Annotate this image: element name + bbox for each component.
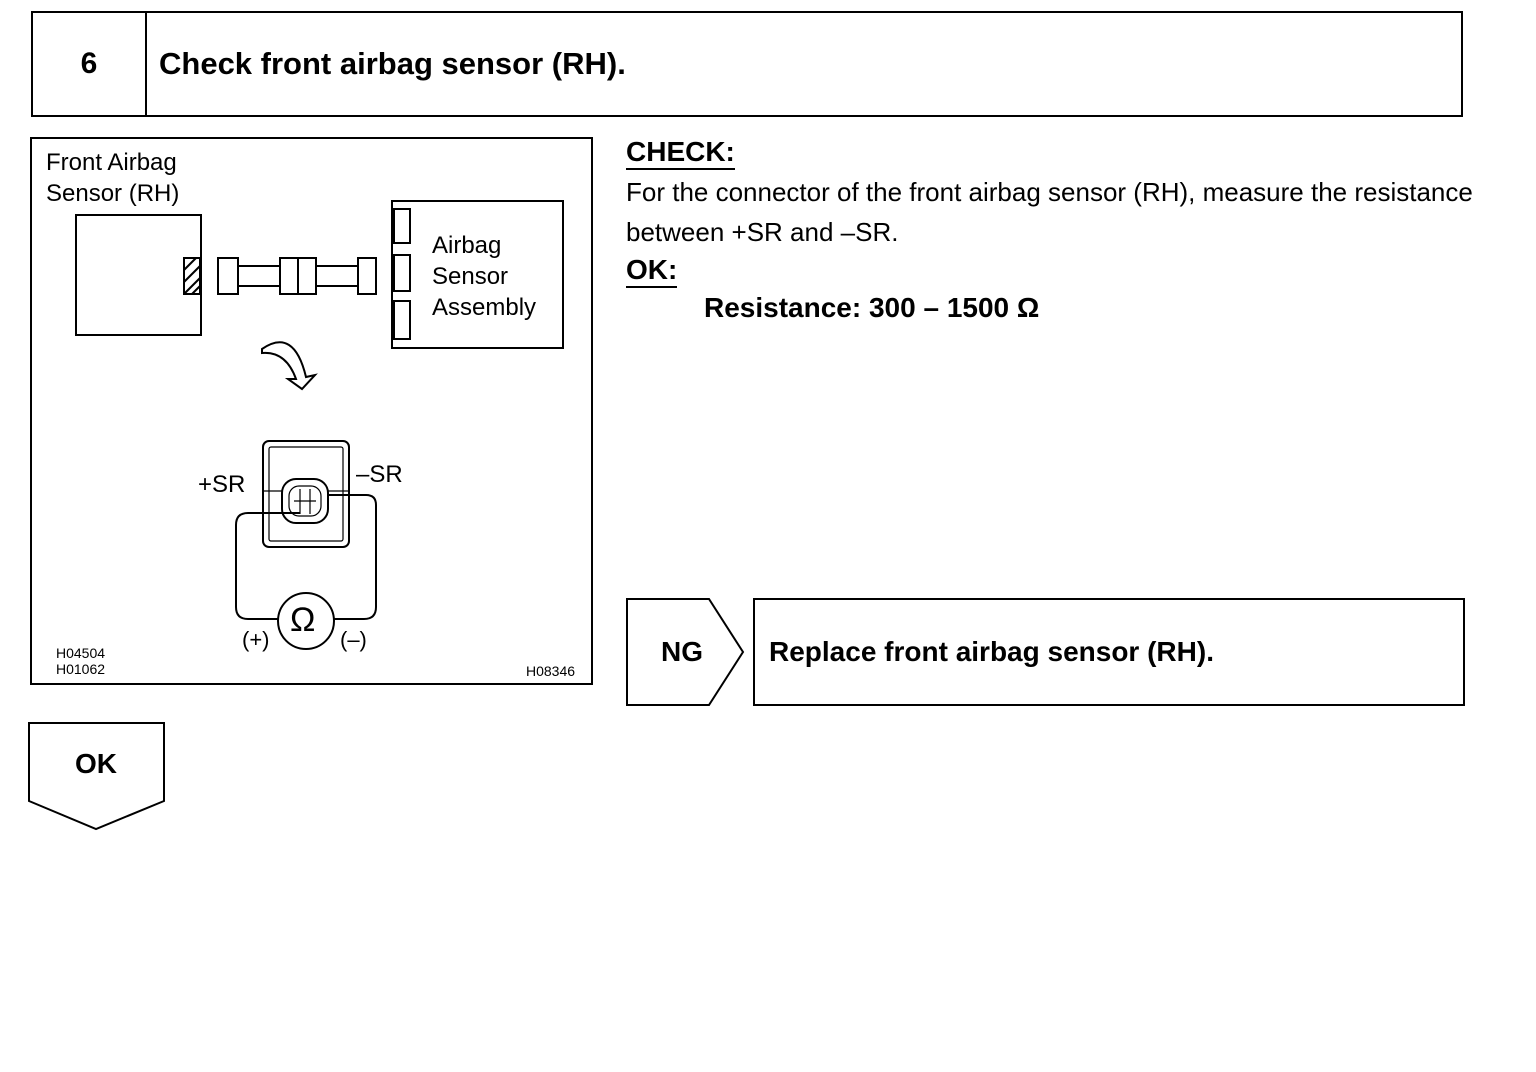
terminal-plus-label: +SR (198, 471, 246, 498)
meter-plus-label: (+) (242, 627, 270, 652)
wire-harness (217, 257, 377, 295)
airbag-sensor-assembly-body (391, 200, 564, 349)
test-lead-plus (235, 512, 300, 620)
meter-minus-label: (–) (340, 627, 367, 652)
figure-code-1: H04504 (56, 645, 106, 661)
diagram-drawing (75, 200, 564, 650)
ok-arrow-icon (28, 722, 165, 831)
assembly-label: Airbag Sensor Assembly (432, 232, 537, 321)
check-instruction: For the connector of the front airbag se… (626, 177, 1473, 247)
ok-heading: OK: (626, 254, 678, 288)
ng-action-box: Replace front airbag sensor (RH). (753, 598, 1465, 706)
step-title: Check front airbag sensor (RH). (159, 46, 626, 81)
connector-diagram: Front Airbag Sensor (RH) Airbag Sensor A… (30, 137, 593, 685)
test-lead-minus (328, 494, 377, 620)
terminal-minus-label: –SR (356, 461, 403, 488)
figure-code-2: H01062 (56, 661, 106, 677)
ng-arrow-icon (626, 598, 745, 706)
ng-action-text: Replace front airbag sensor (RH). (769, 636, 1214, 667)
check-heading: CHECK: (626, 136, 735, 170)
ohm-icon: Ω (290, 601, 316, 639)
ng-label: NG (661, 636, 703, 667)
resistance-spec: Resistance: 300 – 1500 Ω (704, 292, 1040, 323)
sensor-label: Front Airbag Sensor (RH) (46, 149, 180, 207)
ohmmeter (277, 592, 335, 650)
step-number: 6 (33, 13, 147, 115)
ok-label: OK (75, 748, 117, 779)
front-airbag-sensor-body (75, 214, 202, 336)
curved-arrow-icon (261, 341, 318, 391)
step-header: 6 Check front airbag sensor (RH). (31, 11, 1463, 117)
figure-code-3: H08346 (526, 663, 576, 679)
